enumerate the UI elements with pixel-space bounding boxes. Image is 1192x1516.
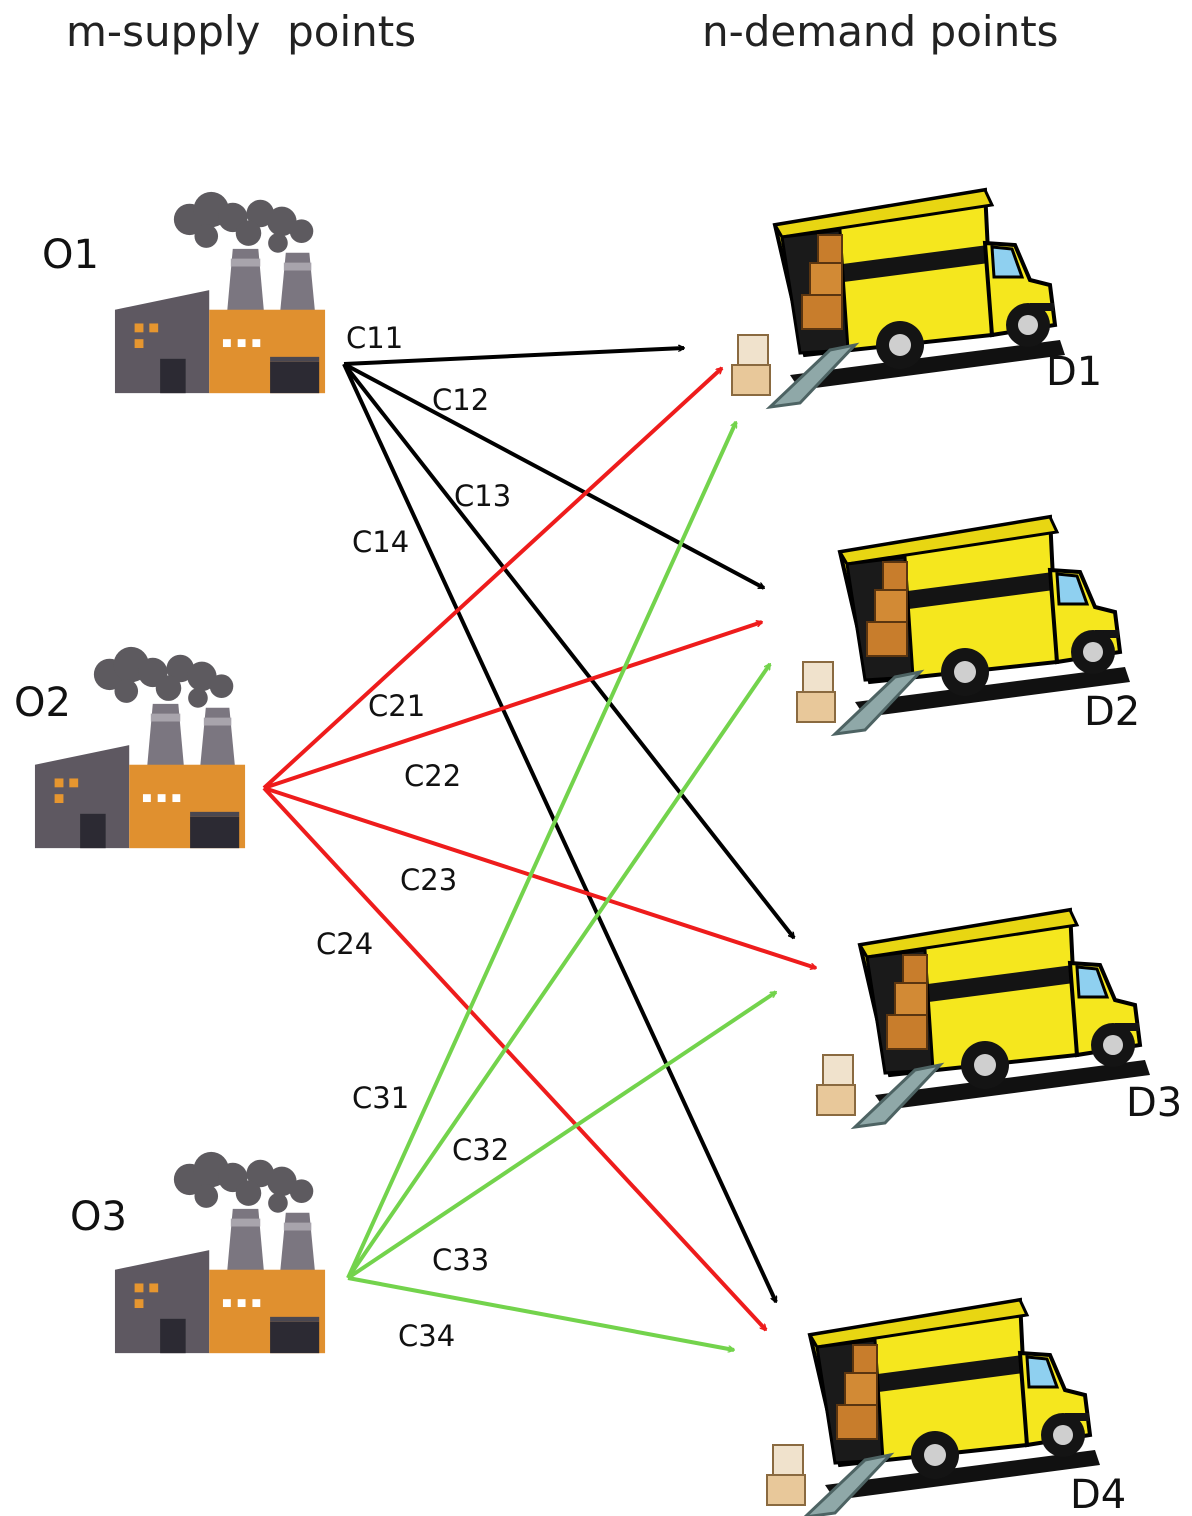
route-arrow-c24 xyxy=(262,786,768,1332)
route-arrow-c13 xyxy=(342,362,796,938)
route-arrow-c21 xyxy=(262,366,724,790)
cost-label-c21: C21 xyxy=(368,689,425,723)
delivery-truck-icon-d1 xyxy=(730,188,1067,409)
factory-icon-o2 xyxy=(34,646,246,849)
cost-label-c22: C22 xyxy=(404,759,461,793)
route-arrow-c12 xyxy=(343,362,764,590)
cost-label-c33: C33 xyxy=(432,1243,489,1277)
route-arrows xyxy=(262,348,816,1350)
route-arrow-c11 xyxy=(343,348,684,366)
factory-icon-o1 xyxy=(114,191,326,394)
factory-icon-o3 xyxy=(114,1151,326,1354)
route-arrow-c31 xyxy=(346,422,738,1279)
demand-label-d1: D1 xyxy=(1046,349,1102,395)
demand-label-d3: D3 xyxy=(1126,1080,1182,1126)
demand-points-title: n-demand points xyxy=(702,7,1059,56)
cost-label-c13: C13 xyxy=(454,479,511,513)
cost-label-c34: C34 xyxy=(398,1319,455,1353)
cost-label-c23: C23 xyxy=(400,863,457,897)
route-arrow-c32 xyxy=(346,664,772,1280)
supply-label-o3: O3 xyxy=(70,1194,127,1240)
cost-label-c24: C24 xyxy=(316,927,373,961)
cost-label-c31: C31 xyxy=(352,1081,409,1115)
route-arrow-c23 xyxy=(263,786,816,968)
route-arrow-c33 xyxy=(346,990,776,1280)
cost-label-c12: C12 xyxy=(432,383,489,417)
supply-points-title: m-supply points xyxy=(66,7,416,56)
route-arrow-c22 xyxy=(263,622,762,790)
cost-label-c32: C32 xyxy=(452,1133,509,1167)
demand-label-d4: D4 xyxy=(1070,1472,1126,1516)
delivery-truck-icon-d2 xyxy=(795,515,1132,736)
demand-label-d2: D2 xyxy=(1084,689,1140,735)
cost-label-c14: C14 xyxy=(352,525,409,559)
delivery-truck-icon-d4 xyxy=(765,1298,1102,1516)
route-arrow-c34 xyxy=(347,1276,734,1350)
delivery-truck-icon-d3 xyxy=(815,908,1152,1129)
supply-label-o2: O2 xyxy=(14,680,71,726)
cost-label-c11: C11 xyxy=(346,321,403,355)
route-arrow-c14 xyxy=(342,363,778,1302)
supply-label-o1: O1 xyxy=(42,232,99,278)
